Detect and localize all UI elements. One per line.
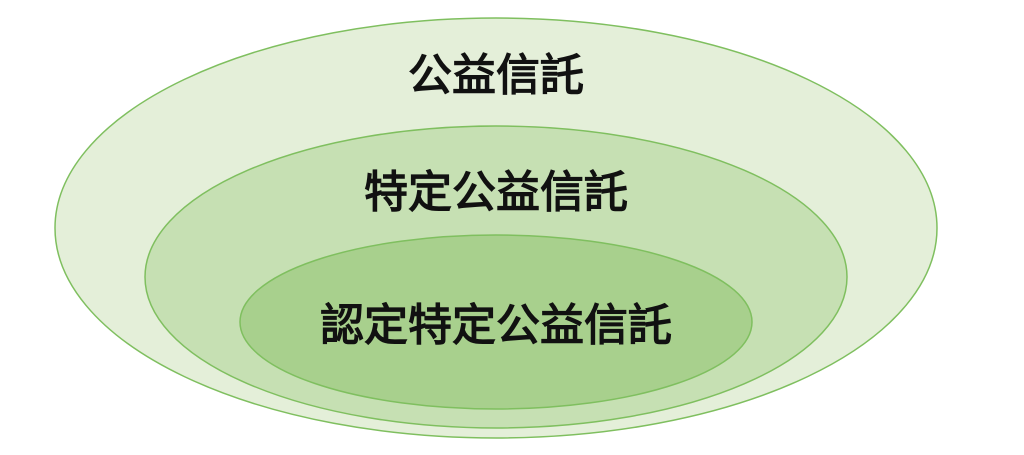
label-public-trust: 公益信託 (408, 50, 584, 101)
label-certified-specified-public-trust: 認定特定公益信託 (320, 300, 672, 351)
label-specified-public-trust: 特定公益信託 (364, 167, 628, 218)
inner-ellipse-certified-specified-public-trust (239, 234, 753, 410)
